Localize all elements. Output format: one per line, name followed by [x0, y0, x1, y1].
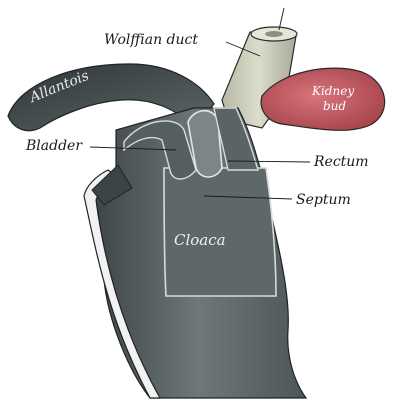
bladder-channel [123, 120, 197, 180]
leader-septum [203, 195, 293, 200]
label-cloaca: Cloaca [174, 231, 226, 249]
leader-wolffian [225, 41, 261, 57]
cloaca-chamber [163, 167, 277, 297]
kidney-bud-shape [260, 67, 386, 131]
septum-fold [187, 109, 223, 178]
leader-bladder [89, 146, 177, 151]
cut-surface [83, 169, 162, 399]
label-bladder: Bladder [26, 138, 83, 154]
leader-rectum [227, 160, 311, 163]
label-kidney-bud: bud [323, 99, 347, 113]
label-wolffian-duct: Wolffian duct [104, 32, 199, 48]
rectum-channel [213, 107, 259, 171]
label-rectum: Rectum [314, 154, 369, 170]
label-septum: Septum [296, 192, 351, 208]
label-kidney: Kidney [312, 84, 355, 98]
